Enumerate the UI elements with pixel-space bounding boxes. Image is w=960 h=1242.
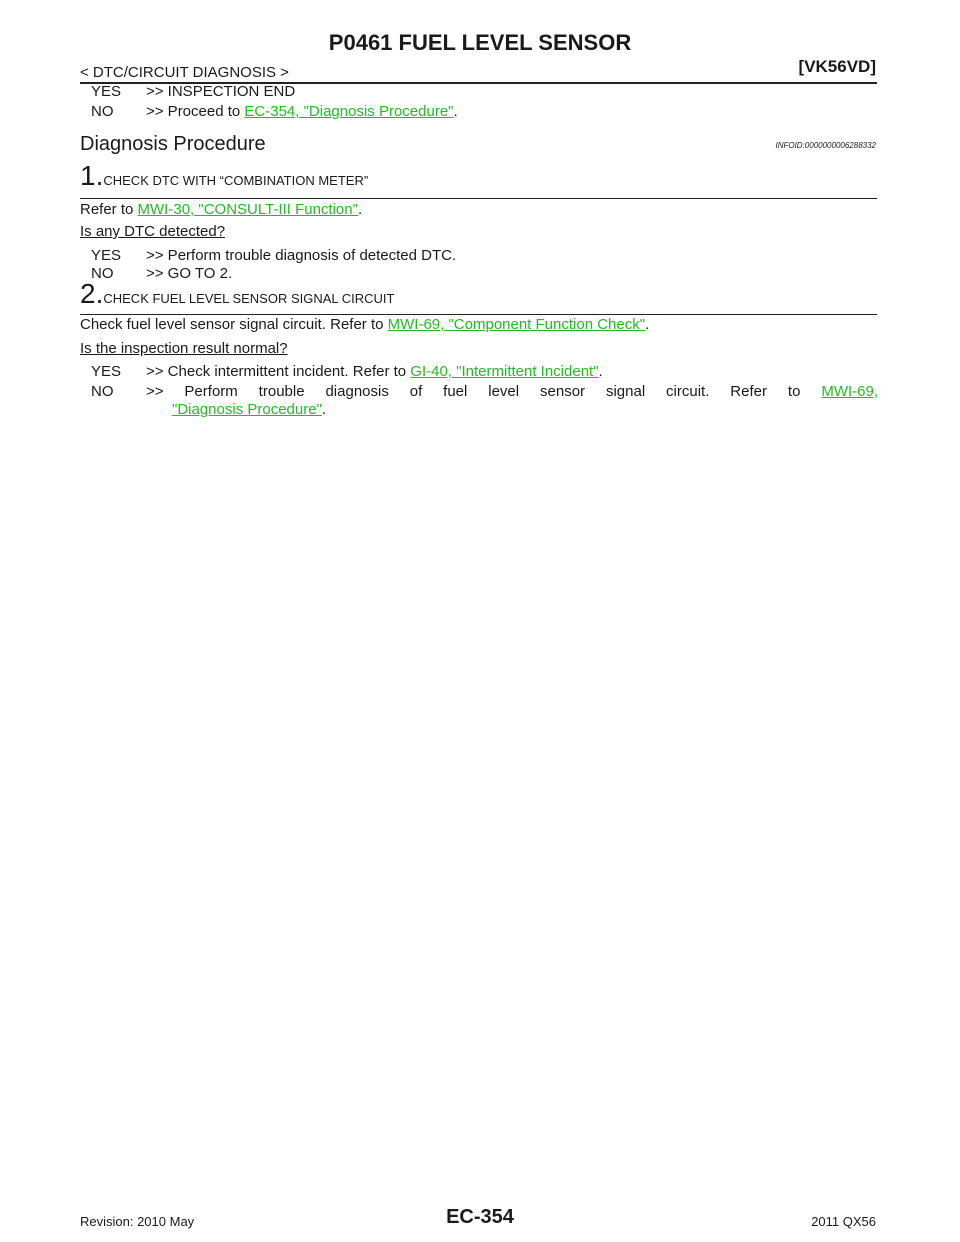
- step-2-yes-tag: YES: [91, 363, 122, 380]
- step-2-no-line-2-suffix: .: [321, 401, 327, 418]
- step-1-yes-text: >> Perform trouble diagnosis of detected…: [146, 247, 457, 264]
- step-1-rule: [80, 198, 877, 199]
- step-1-refer-prefix: Refer to: [80, 201, 138, 218]
- section-breadcrumb: < DTC/CIRCUIT DIAGNOSIS >: [80, 64, 289, 81]
- answer-yes-tag: YES: [91, 83, 122, 100]
- step-2-body: Check fuel level sensor signal circuit. …: [80, 316, 649, 333]
- link-mwi-69-component-function-check[interactable]: MWI-69, "Component Function Check": [387, 316, 646, 333]
- step-1-header: 1.CHECK DTC WITH “COMBINATION METER”: [80, 160, 368, 192]
- link-mwi-30-consult-iii-function[interactable]: MWI-30, "CONSULT-III Function": [137, 201, 358, 218]
- step-1-no-text: >> GO TO 2.: [146, 265, 233, 282]
- step-2-number: 2.: [80, 278, 104, 309]
- link-ec-354-diagnosis-procedure[interactable]: EC-354, "Diagnosis Procedure": [244, 103, 454, 120]
- step-2-no-tag: NO: [91, 383, 114, 400]
- step-2-yes-suffix: .: [598, 363, 603, 380]
- step-1-number: 1.: [80, 160, 104, 191]
- step-2-header: 2.CHECK FUEL LEVEL SENSOR SIGNAL CIRCUIT: [80, 278, 394, 310]
- step-2-no-line-2: "Diagnosis Procedure".: [172, 401, 326, 418]
- step-2-rule: [80, 314, 877, 315]
- step-1-question: Is any DTC detected?: [80, 223, 226, 240]
- link-mwi-69[interactable]: MWI-69,: [821, 383, 878, 400]
- engine-code: [VK56VD]: [798, 57, 876, 76]
- diagnosis-procedure-heading: Diagnosis Procedure: [80, 133, 266, 155]
- step-2-body-prefix: Check fuel level sensor signal circuit. …: [80, 316, 388, 333]
- page-title: P0461 FUEL LEVEL SENSOR: [328, 30, 632, 55]
- info-id: INFOID:0000000006288332: [775, 141, 876, 150]
- answer-no-line: >> Proceed to EC-354, "Diagnosis Procedu…: [146, 103, 458, 120]
- step-2-question: Is the inspection result normal?: [80, 340, 288, 357]
- step-1-no-tag: NO: [91, 265, 114, 282]
- step-1-yes-tag: YES: [91, 247, 122, 264]
- step-1-title: CHECK DTC WITH “COMBINATION METER”: [103, 173, 369, 188]
- header-rule: [80, 82, 877, 84]
- step-1-refer-suffix: .: [357, 201, 363, 218]
- step-2-body-suffix: .: [645, 316, 650, 333]
- answer-yes-text: >> INSPECTION END: [146, 83, 296, 100]
- link-gi-40-intermittent-incident[interactable]: GI-40, "Intermittent Incident": [410, 363, 599, 380]
- link-diagnosis-procedure[interactable]: "Diagnosis Procedure": [172, 401, 322, 418]
- page-number: EC-354: [446, 1206, 514, 1228]
- step-2-title: CHECK FUEL LEVEL SENSOR SIGNAL CIRCUIT: [103, 291, 395, 306]
- revision-date: Revision: 2010 May: [80, 1214, 195, 1229]
- answer-no-tag: NO: [91, 103, 114, 120]
- step-2-no-line-1: >> Perform trouble diagnosis of fuel lev…: [146, 383, 878, 400]
- answer-no-prefix: >> Proceed to: [146, 103, 245, 120]
- step-1-refer: Refer to MWI-30, "CONSULT-III Function".: [80, 201, 362, 218]
- answer-no-suffix: .: [453, 103, 458, 120]
- step-2-no-line-1-text: >> Perform trouble diagnosis of fuel lev…: [146, 383, 822, 400]
- step-2-yes-line: >> Check intermittent incident. Refer to…: [146, 363, 603, 380]
- step-2-yes-prefix: >> Check intermittent incident. Refer to: [146, 363, 411, 380]
- vehicle-model: 2011 QX56: [811, 1214, 876, 1229]
